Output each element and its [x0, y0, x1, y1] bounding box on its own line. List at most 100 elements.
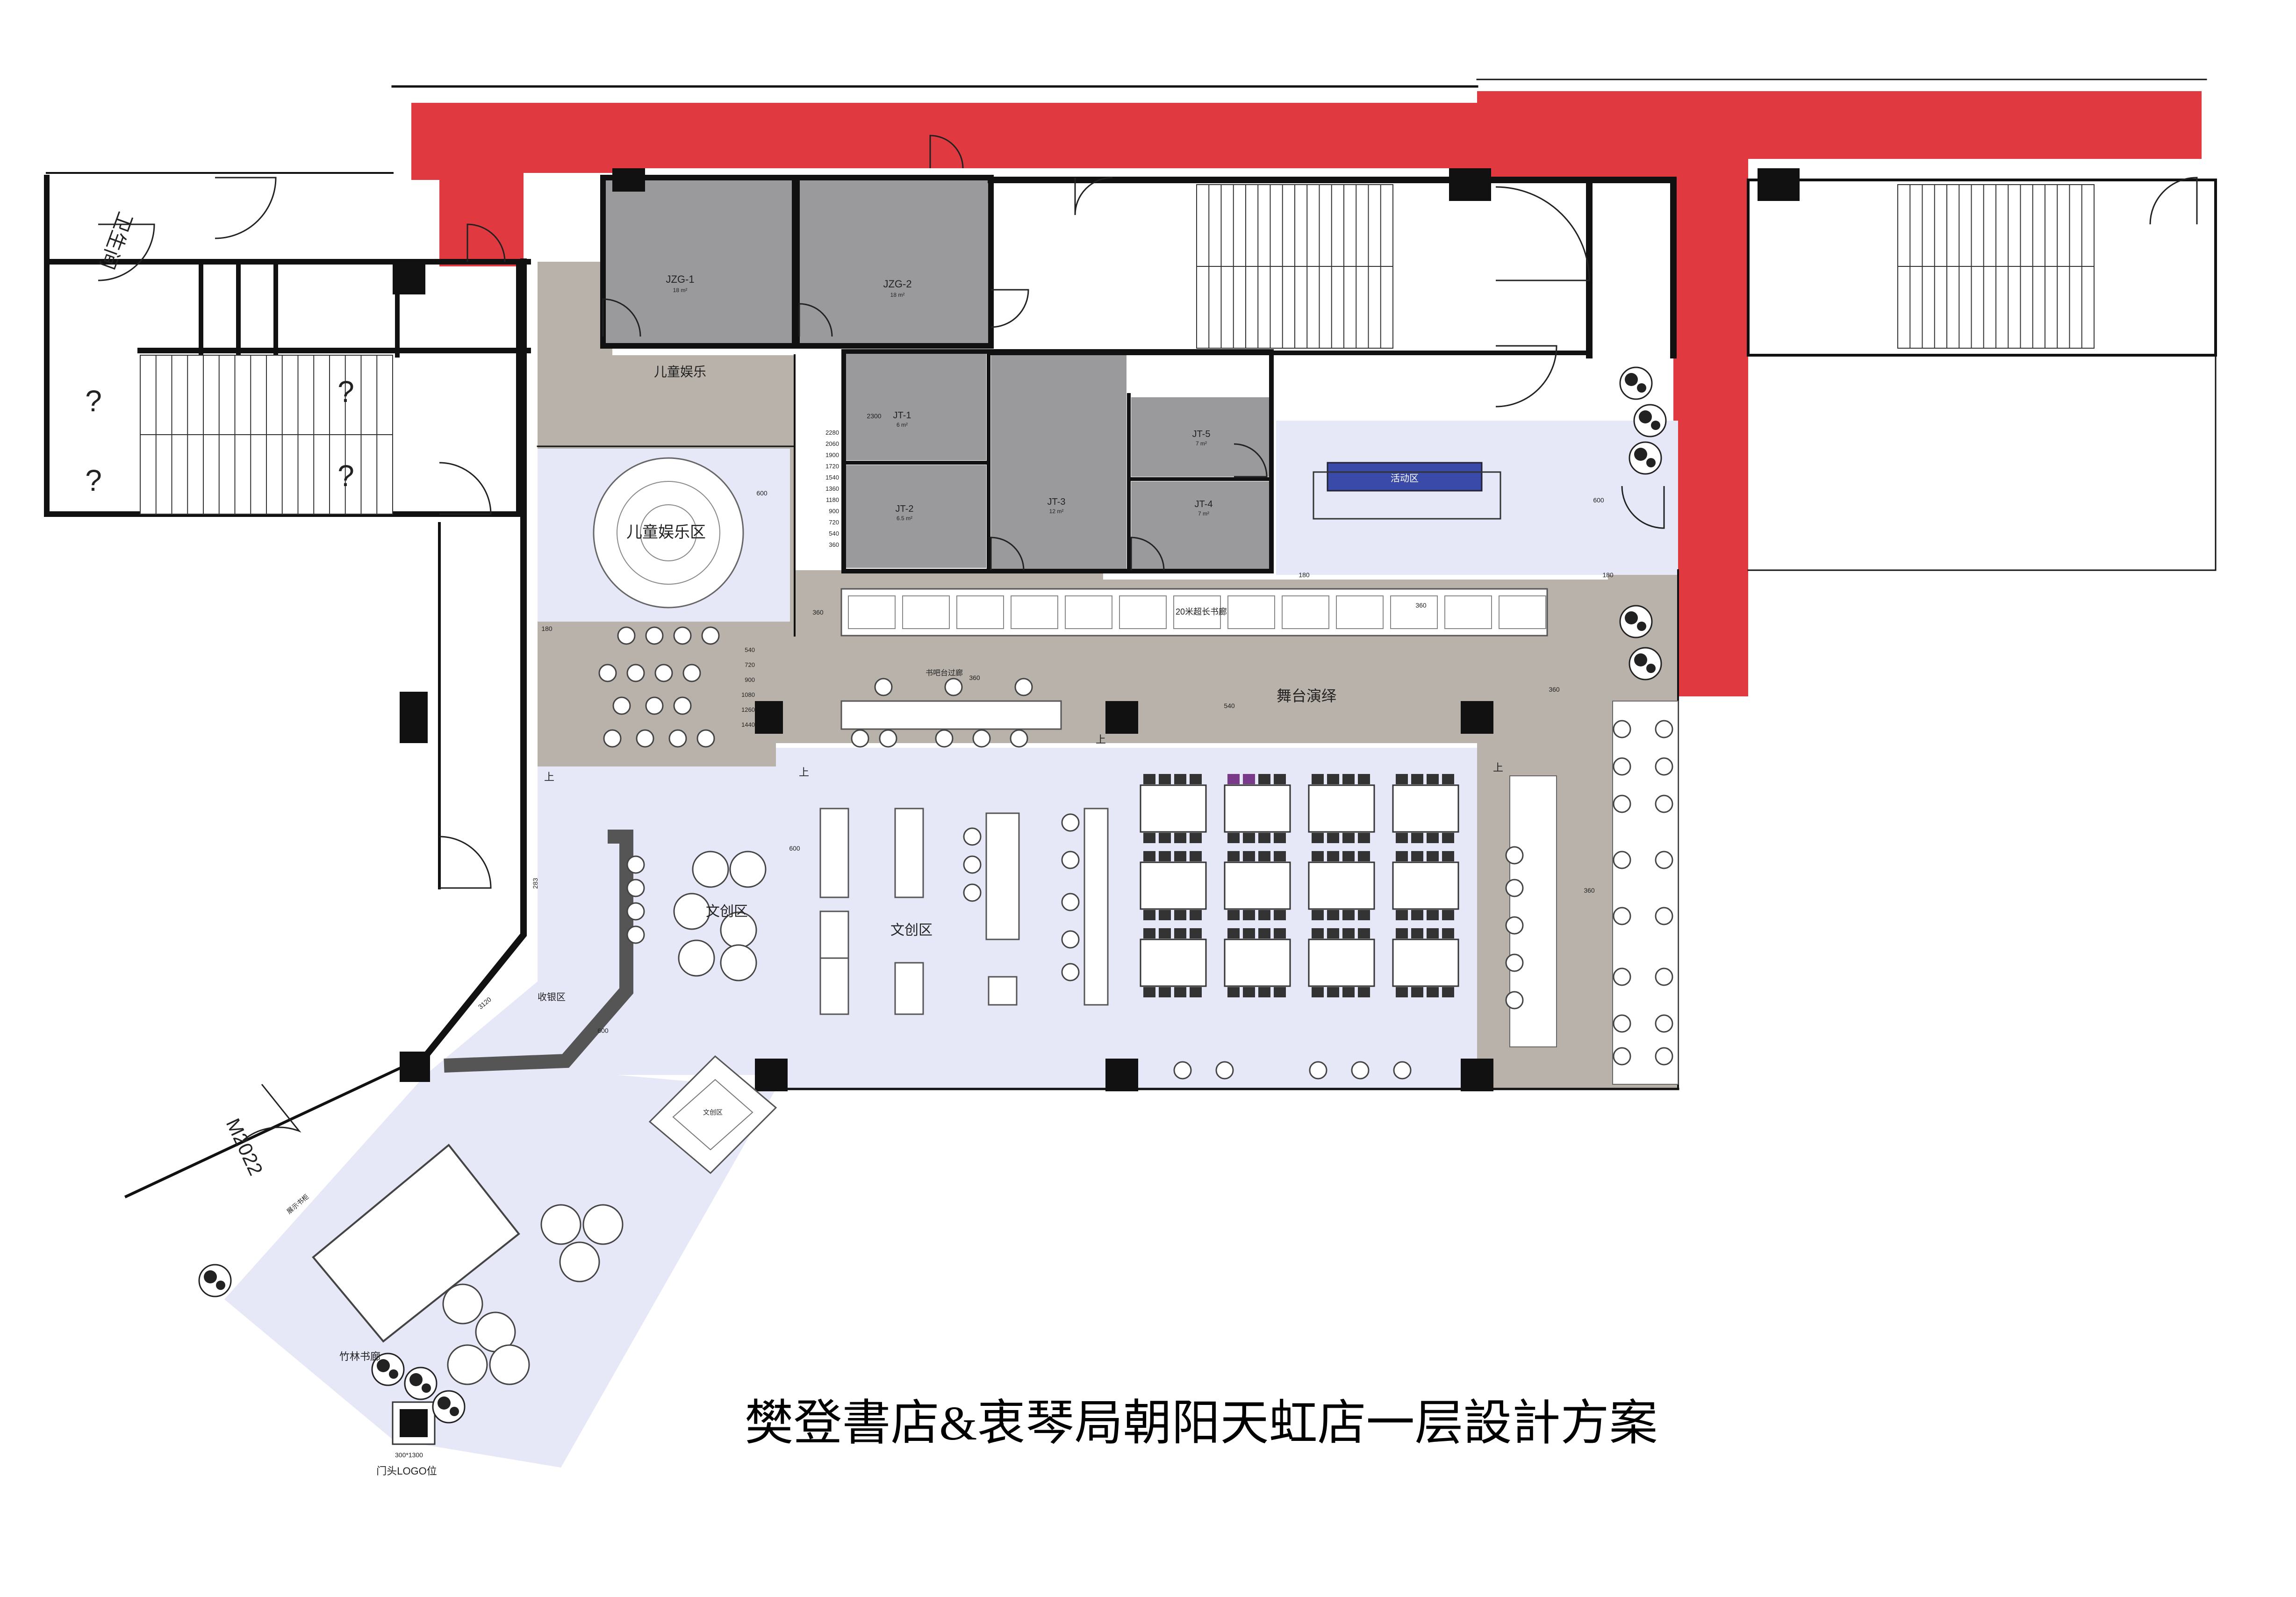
room-area-jt1: 6 m²	[897, 422, 908, 428]
dining-chair	[1243, 928, 1255, 938]
plant-leaf	[438, 1396, 451, 1410]
door-swing	[1495, 186, 1590, 281]
dining-chair	[1342, 774, 1355, 784]
bench-dim-label: 1440	[741, 721, 755, 728]
round-table	[442, 1283, 483, 1325]
up-mark: 上	[1096, 734, 1106, 745]
dining-chair	[1342, 928, 1355, 938]
door-swing	[1495, 345, 1557, 408]
plant-leaf	[1634, 653, 1647, 666]
stool	[1613, 1014, 1631, 1033]
stair-dim-label: 540	[829, 530, 839, 537]
stool	[1613, 720, 1631, 738]
stool	[1613, 795, 1631, 813]
door-swing	[602, 298, 641, 337]
bench-dim-label: 1080	[741, 691, 755, 698]
dining-chair	[1190, 774, 1202, 784]
door-swing	[1130, 537, 1165, 571]
cashier-counter	[444, 830, 633, 1073]
logo-box-inner	[400, 1409, 428, 1437]
room-area-jt4: 7 m²	[1198, 510, 1209, 517]
stool	[1215, 1061, 1234, 1080]
dining-chair	[1327, 833, 1339, 843]
dining-chair	[1227, 833, 1240, 843]
door-swing	[439, 462, 492, 515]
pillar-stand	[988, 976, 1018, 1006]
door-swing	[243, 1084, 301, 1141]
activity-table	[1327, 462, 1483, 492]
plant-leaf	[1625, 611, 1638, 624]
bookshelf-cell	[1336, 595, 1384, 629]
stool	[701, 626, 720, 645]
walls	[44, 79, 2217, 1198]
dining-chair	[1327, 987, 1339, 997]
plant-leaf	[389, 1369, 398, 1379]
stool	[673, 696, 692, 715]
plant-leaf	[1646, 664, 1656, 673]
stool	[626, 664, 645, 682]
dining-chair	[1411, 851, 1423, 861]
stool	[1061, 930, 1080, 949]
dining-chair	[1174, 910, 1186, 920]
stool	[1655, 757, 1673, 776]
dining-chair	[1159, 987, 1171, 997]
zone-label-bamboo: 竹林书廊	[339, 1351, 380, 1362]
dining-chair	[1190, 928, 1202, 938]
stool	[1505, 953, 1524, 972]
stool	[1061, 851, 1080, 869]
dining-chair	[1143, 928, 1155, 938]
dining-chair	[1312, 987, 1324, 997]
dining-chair	[1243, 774, 1255, 784]
stool	[1613, 757, 1631, 776]
dim-600: 600	[756, 489, 768, 497]
column	[393, 262, 425, 294]
door-swing	[990, 289, 1029, 328]
column	[1449, 168, 1491, 201]
bench-dim-label: 540	[745, 646, 755, 653]
dining-chair	[1258, 987, 1270, 997]
dim-360: 360	[1549, 686, 1560, 693]
stool	[1613, 907, 1631, 925]
bench-dim-label: 720	[745, 661, 755, 668]
dining-table	[1392, 938, 1459, 987]
stool	[1061, 963, 1080, 981]
stool	[1613, 1047, 1631, 1066]
stool	[1655, 851, 1673, 869]
dining-chair	[1427, 910, 1439, 920]
stool	[944, 678, 963, 696]
dining-chair	[1358, 928, 1370, 938]
zone-label-bar-counter: 书吧台过廊	[926, 669, 963, 677]
zone-label-kids-area: 儿童娱乐区	[626, 523, 706, 541]
chairs	[442, 626, 1673, 1385]
zone-labels: 儿童娱乐 儿童娱乐区 活动区 20米超长书廊 书吧台过廊 舞台演绎 文创区 文创…	[96, 209, 1419, 1477]
dining-chair	[1159, 833, 1171, 843]
door-swing	[215, 177, 277, 239]
dining-chair	[1227, 928, 1240, 938]
dining-chair	[1258, 928, 1270, 938]
question-mark: ?	[337, 459, 354, 493]
stool	[1613, 851, 1631, 869]
round-table	[540, 1204, 581, 1245]
stool	[636, 729, 654, 748]
stair-dim-label: 1180	[826, 496, 839, 503]
stool	[1393, 1061, 1412, 1080]
dim-180: 180	[1299, 571, 1310, 579]
plant-leaf	[1651, 421, 1660, 430]
stair-middle	[1196, 184, 1393, 349]
dining-chair	[1427, 833, 1439, 843]
stool	[1061, 893, 1080, 911]
dining-chair	[1143, 987, 1155, 997]
dining-chair	[1427, 774, 1439, 784]
dining-chair	[1396, 910, 1408, 920]
dining-chair	[1342, 851, 1355, 861]
dining-chair	[1327, 851, 1339, 861]
dining-chair	[1411, 987, 1423, 997]
dining-chair	[1327, 910, 1339, 920]
room-label-jt5: JT-5	[1192, 429, 1211, 439]
stool	[1505, 916, 1524, 935]
column	[1105, 701, 1138, 734]
dim-540: 540	[1224, 702, 1235, 709]
room-area-jt5: 7 m²	[1196, 440, 1207, 447]
